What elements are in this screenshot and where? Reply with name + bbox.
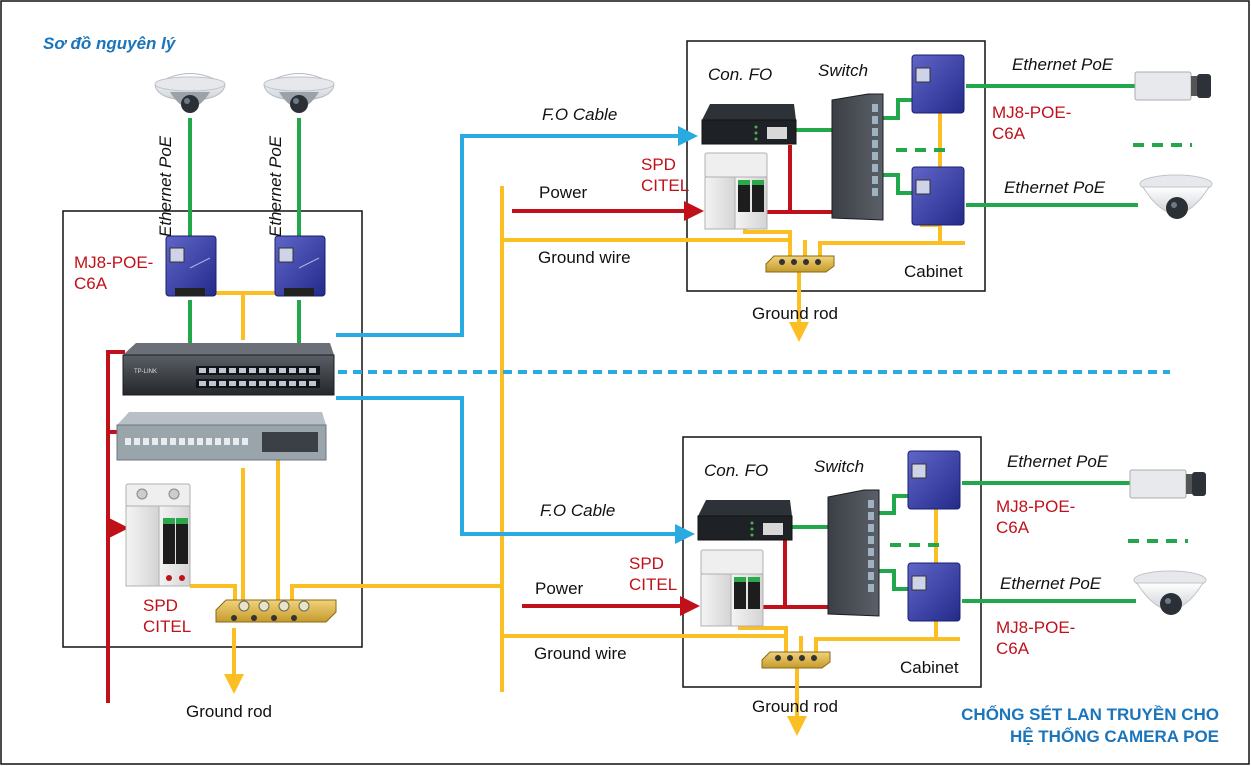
bullet-camera-icon — [1134, 71, 1211, 101]
poe-protector-icon — [911, 166, 965, 226]
fo-cable-label-bottom: F.O Cable — [540, 501, 616, 520]
protector-label-line2: C6A — [996, 518, 1030, 537]
spd-label-left: SPD CITEL — [143, 595, 191, 637]
con-fo-label-top: Con. FO — [708, 65, 773, 84]
bullet-camera-icon — [1129, 469, 1206, 499]
left-panel-box — [62, 210, 363, 648]
network-switch-icon — [827, 489, 880, 617]
ethernet-label-right: Ethernet PoE — [266, 135, 285, 237]
spd-device-icon — [125, 483, 191, 587]
network-switch-icon: TP-LINK — [122, 343, 335, 396]
bottom-fiber-cable — [336, 396, 695, 544]
ground-rod-label-top: Ground rod — [752, 304, 838, 323]
protector-label-bottom-top: MJ8-POE- C6A — [996, 496, 1075, 538]
spd-label-line1: SPD — [641, 155, 676, 174]
fo-cable-label-top: F.O Cable — [542, 105, 618, 124]
ethernet-label-top-1: Ethernet PoE — [1012, 55, 1114, 74]
poe-protector-icon — [907, 562, 961, 622]
protector-label-line1: MJ8-POE- — [992, 103, 1072, 122]
poe-protector-icon — [165, 235, 217, 297]
poe-protector-icon — [911, 54, 965, 114]
protector-label-bottom-bottom: MJ8-POE- C6A — [996, 617, 1075, 659]
ethernet-label-top-2: Ethernet PoE — [1004, 178, 1106, 197]
fiber-converter-icon — [701, 104, 797, 145]
protector-label-line2: C6A — [74, 274, 108, 293]
protector-label-left: MJ8-POE- C6A — [74, 252, 153, 294]
ground-wire-label-bottom: Ground wire — [534, 644, 627, 663]
spd-device-icon — [700, 549, 764, 627]
ethernet-label-bottom-1: Ethernet PoE — [1007, 452, 1109, 471]
footer-title-line1: CHỐNG SÉT LAN TRUYỀN CHO — [961, 705, 1219, 724]
spd-label-line2: CITEL — [143, 617, 192, 636]
ground-bar-icon — [765, 255, 835, 273]
ground-wire-label-top: Ground wire — [538, 248, 631, 267]
ground-rod-label-left: Ground rod — [186, 702, 272, 721]
dome-camera-icon — [154, 73, 226, 113]
ethernet-label-bottom-2: Ethernet PoE — [1000, 574, 1102, 593]
protector-label-line1: MJ8-POE- — [996, 618, 1076, 637]
spd-label-line1: SPD — [143, 596, 178, 615]
spd-label-line2: CITEL — [629, 575, 678, 594]
footer-title-line2: HỆ THỐNG CAMERA POE — [1009, 727, 1219, 746]
protector-label-line1: MJ8-POE- — [996, 497, 1076, 516]
svg-text:TP-LINK: TP-LINK — [134, 369, 157, 375]
dome-camera-icon — [263, 73, 335, 113]
bottom-cabinet-box — [682, 436, 982, 688]
top-fiber-cable — [336, 126, 698, 337]
protector-label-top: MJ8-POE- C6A — [992, 102, 1071, 144]
ground-bar-icon — [215, 599, 337, 623]
dome-camera-icon — [1139, 174, 1213, 219]
protector-label-line1: MJ8-POE- — [74, 253, 154, 272]
ethernet-label-left: Ethernet PoE — [156, 135, 175, 237]
protector-label-line2: C6A — [996, 639, 1030, 658]
footer-title: CHỐNG SÉT LAN TRUYỀN CHO HỆ THỐNG CAMERA… — [961, 704, 1219, 748]
diagram-title: Sơ đồ nguyên lý — [43, 34, 176, 53]
fiber-converter-icon — [697, 500, 793, 541]
left-power-arrow — [106, 518, 129, 703]
protector-label-line2: C6A — [992, 124, 1026, 143]
spd-label-top: SPD CITEL — [641, 154, 689, 196]
network-switch-icon — [831, 93, 884, 221]
switch-label-top: Switch — [818, 61, 869, 80]
spd-device-icon — [704, 152, 768, 230]
recorder-icon — [116, 412, 327, 461]
dome-camera-icon — [1133, 570, 1207, 615]
poe-protector-icon — [274, 235, 326, 297]
power-label-top: Power — [539, 183, 588, 202]
switch-label-bottom: Switch — [814, 457, 865, 476]
ground-rod-label-bottom: Ground rod — [752, 697, 838, 716]
ground-bar-icon — [761, 651, 831, 669]
poe-wires — [188, 84, 1192, 603]
spd-label-line2: CITEL — [641, 176, 690, 195]
spd-label-line1: SPD — [629, 554, 664, 573]
spd-label-bottom: SPD CITEL — [629, 553, 677, 595]
top-cabinet-box — [686, 40, 986, 292]
poe-protector-icon — [907, 450, 961, 510]
cabinet-label-bottom: Cabinet — [900, 658, 959, 677]
cabinet-label-top: Cabinet — [904, 262, 963, 281]
con-fo-label-bottom: Con. FO — [704, 461, 769, 480]
power-label-bottom: Power — [535, 579, 584, 598]
